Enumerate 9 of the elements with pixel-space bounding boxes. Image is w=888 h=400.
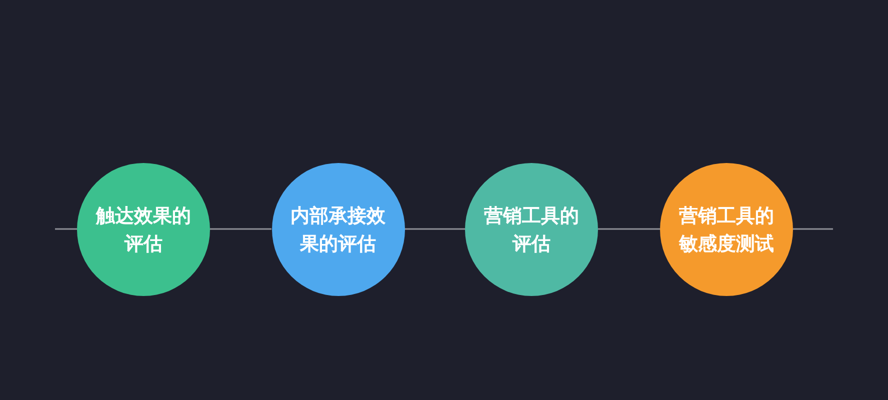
connector-line: [404, 228, 465, 230]
stage-label: 内部承接效果的评估: [290, 204, 386, 256]
stage-label: 营销工具的敏感度测试: [678, 204, 775, 256]
connector-line: [55, 228, 77, 230]
stage-label: 触达效果的评估: [94, 204, 192, 256]
connector-line: [598, 228, 660, 230]
connector-line: [793, 228, 833, 230]
stage-label: 营销工具的评估: [483, 204, 580, 256]
connector-line: [210, 228, 272, 230]
